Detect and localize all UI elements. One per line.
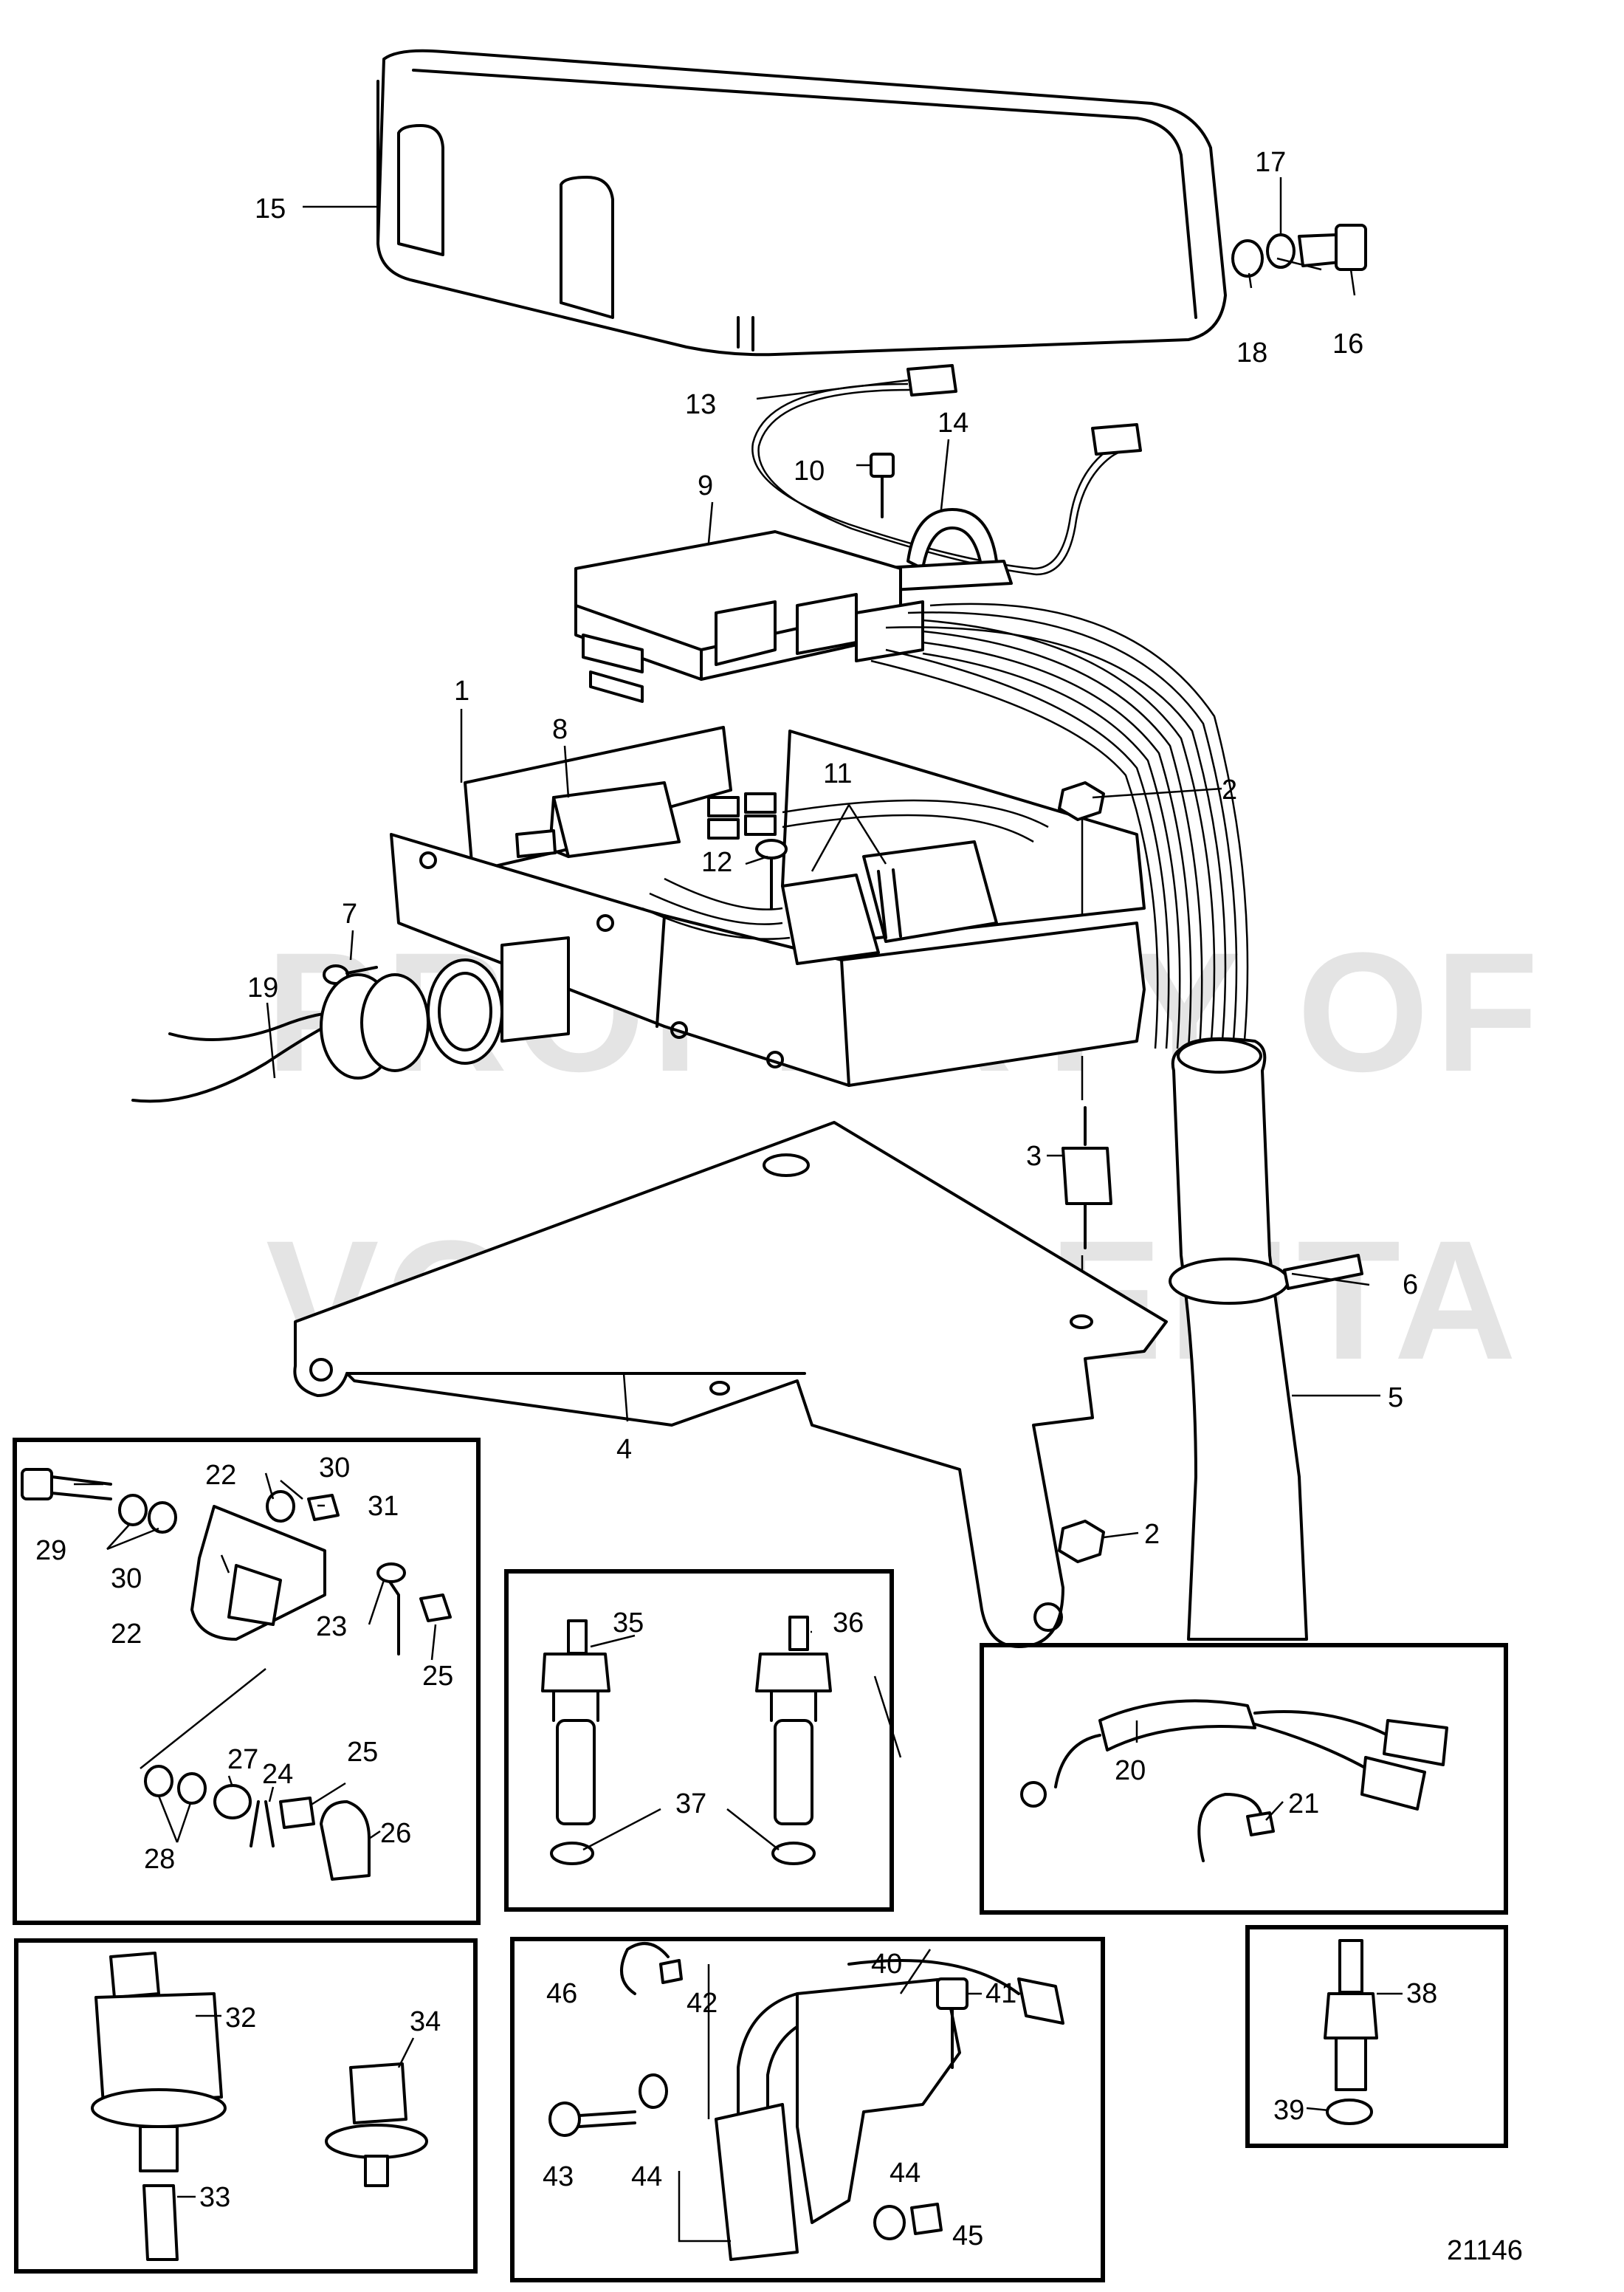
callout-8: 8 xyxy=(552,714,568,745)
callout-31: 31 xyxy=(368,1491,399,1522)
connector-cable-part-19 xyxy=(131,936,570,1103)
callout-25a: 25 xyxy=(422,1661,453,1692)
callout-17: 17 xyxy=(1255,147,1286,178)
cable-tie-part-6 xyxy=(1169,1254,1363,1305)
callout-44b: 44 xyxy=(890,2158,921,2189)
callout-23: 23 xyxy=(316,1611,347,1642)
callout-9: 9 xyxy=(698,470,713,501)
inset-box-bracket-assembly xyxy=(510,1937,1105,2282)
bracket-wires xyxy=(641,799,1049,940)
inset-box-pressure-senders xyxy=(14,1938,478,2274)
callout-22a: 22 xyxy=(205,1460,236,1491)
callout-15: 15 xyxy=(255,193,286,224)
clip-part-14 xyxy=(870,508,1013,592)
callout-5: 5 xyxy=(1388,1382,1403,1413)
callout-37: 37 xyxy=(675,1788,706,1819)
callout-29: 29 xyxy=(35,1535,66,1566)
control-unit-part-9 xyxy=(574,530,924,703)
conduit-part-5 xyxy=(1171,1037,1308,1641)
callout-33: 33 xyxy=(199,2182,230,2213)
leader-lines xyxy=(74,177,1403,2243)
callout-41: 41 xyxy=(985,1978,1016,2009)
inset-box-temp-senders xyxy=(504,1569,894,1912)
callout-46: 46 xyxy=(546,1978,577,2009)
callout-20: 20 xyxy=(1115,1755,1146,1786)
callout-24: 24 xyxy=(262,1759,293,1790)
callout-39: 39 xyxy=(1273,2095,1304,2126)
callout-30a: 30 xyxy=(319,1452,350,1483)
screw-part-10 xyxy=(870,453,895,518)
drawing-number: 21146 xyxy=(1447,2235,1523,2266)
callout-14: 14 xyxy=(937,408,968,439)
callout-30b: 30 xyxy=(111,1563,142,1594)
callout-43: 43 xyxy=(543,2161,574,2192)
nut-part-2-lower xyxy=(1058,1520,1105,1563)
callout-2a: 2 xyxy=(1222,775,1237,806)
callout-38: 38 xyxy=(1406,1978,1437,2009)
callout-4: 4 xyxy=(616,1434,632,1465)
mounting-plate-part-4 xyxy=(293,1121,1168,1648)
cover-part-15 xyxy=(376,49,1227,357)
callout-21: 21 xyxy=(1288,1788,1319,1819)
callout-35: 35 xyxy=(613,1608,644,1639)
nut-part-2-upper xyxy=(1058,781,1105,821)
relay-part-8 xyxy=(515,781,681,858)
callout-2b: 2 xyxy=(1144,1519,1160,1550)
callout-6: 6 xyxy=(1403,1269,1418,1300)
callout-12: 12 xyxy=(701,847,732,878)
callout-11: 11 xyxy=(823,758,852,789)
callout-44a: 44 xyxy=(631,2161,662,2192)
callout-3: 3 xyxy=(1026,1141,1042,1172)
callout-27: 27 xyxy=(227,1744,258,1775)
callout-labels: 15 17 18 16 13 14 10 9 1 8 11 2 12 7 19 … xyxy=(35,147,1523,2266)
wire-part-13 xyxy=(751,364,1142,576)
screw-washers-16-17-18 xyxy=(1231,224,1367,278)
harness-bundle xyxy=(870,603,1249,1049)
callout-45: 45 xyxy=(952,2220,983,2251)
callout-34: 34 xyxy=(410,2006,441,2037)
screw-part-12 xyxy=(755,839,788,910)
inset-box-relay-mount xyxy=(13,1438,481,1925)
callout-28: 28 xyxy=(144,1844,175,1875)
callout-10: 10 xyxy=(794,456,825,487)
callout-18: 18 xyxy=(1236,337,1267,368)
callout-40: 40 xyxy=(871,1949,902,1980)
relays-part-11 xyxy=(781,840,998,965)
inset-box-sensor-38 xyxy=(1245,1925,1508,2148)
callout-19: 19 xyxy=(247,972,278,1003)
rubber-mount-part-3 xyxy=(1062,1106,1112,1249)
callout-26: 26 xyxy=(380,1818,411,1849)
callout-42: 42 xyxy=(687,1988,718,2019)
callout-36: 36 xyxy=(833,1608,864,1639)
callout-16: 16 xyxy=(1332,329,1363,360)
callout-32: 32 xyxy=(225,2003,256,2034)
callout-7: 7 xyxy=(342,899,357,930)
inset-box-sensor-cable xyxy=(980,1643,1508,1915)
callout-13: 13 xyxy=(685,389,716,420)
callout-25b: 25 xyxy=(347,1737,378,1768)
callout-22b: 22 xyxy=(111,1619,142,1650)
terminal-blocks xyxy=(707,792,777,840)
callout-1: 1 xyxy=(454,676,469,707)
